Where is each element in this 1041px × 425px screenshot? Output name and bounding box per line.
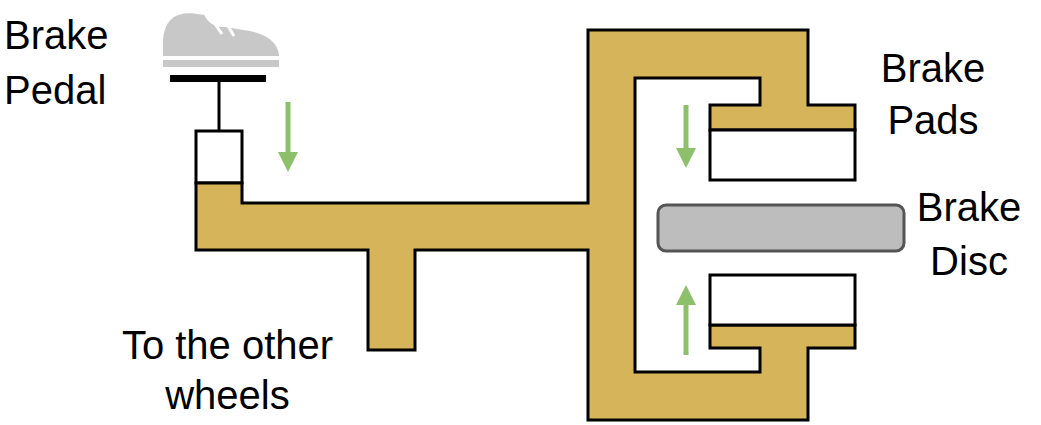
master-piston [196, 131, 242, 183]
part-label: Brake Pedal [4, 8, 154, 118]
foot-icon [162, 12, 280, 68]
pedal-rod [218, 82, 221, 131]
force-arrow [684, 105, 689, 158]
part-label: Brake Disc [900, 180, 1038, 288]
part-label: Brake Pads [848, 42, 1018, 146]
brake-pad [710, 130, 855, 180]
force-arrow [286, 102, 291, 162]
brake-disc [658, 205, 904, 251]
part-label: To the other wheels [85, 320, 370, 420]
force-arrow [684, 295, 689, 355]
brake-pedal-bar [170, 75, 266, 82]
brake-pad [710, 275, 855, 325]
